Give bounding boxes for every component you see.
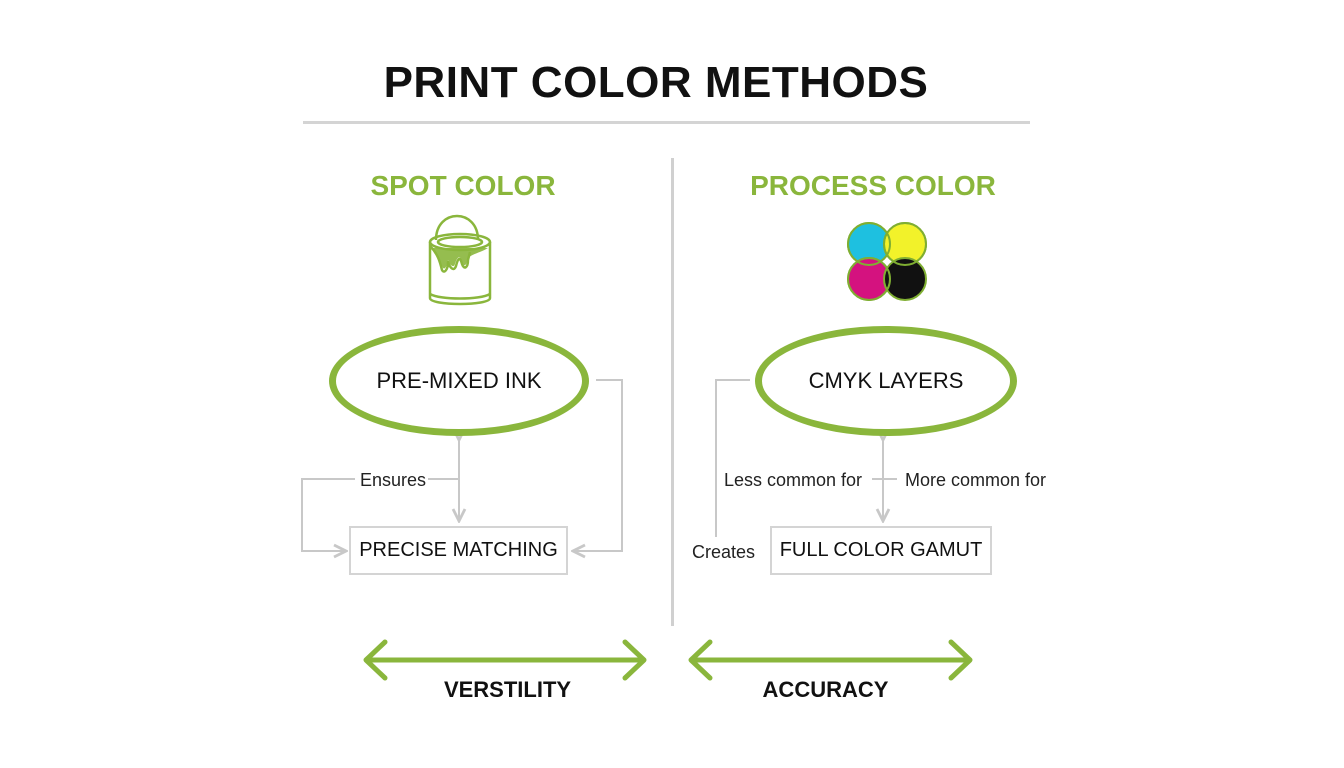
full-color-gamut-node: FULL COLOR GAMUT bbox=[770, 526, 992, 575]
precise-matching-node: PRECISE MATCHING bbox=[349, 526, 568, 575]
left-double-arrow bbox=[363, 639, 647, 681]
spot-color-heading: SPOT COLOR bbox=[370, 170, 556, 201]
verstility-label: VERSTILITY bbox=[443, 677, 572, 702]
full-color-gamut-label: FULL COLOR GAMUT bbox=[779, 539, 983, 561]
process-color-heading: PROCESS COLOR bbox=[750, 170, 996, 201]
column-divider bbox=[671, 158, 674, 626]
right-double-arrow bbox=[688, 639, 973, 681]
less-common-for-label: Less common for bbox=[724, 469, 863, 491]
creates-label: Creates bbox=[692, 541, 756, 563]
ensures-label: Ensures bbox=[360, 469, 427, 491]
left-ensures-connector bbox=[301, 478, 355, 551]
cmyk-layers-label: CMYK LAYERS bbox=[808, 368, 964, 393]
title-divider bbox=[303, 121, 1030, 124]
cmyk-layers-node: CMYK LAYERS bbox=[755, 326, 1017, 436]
precise-matching-label: PRECISE MATCHING bbox=[359, 539, 558, 561]
left-right-connector bbox=[573, 379, 623, 551]
page-title: PRINT COLOR METHODS bbox=[383, 58, 929, 107]
paint-can-icon bbox=[428, 214, 492, 306]
cmyk-circles-icon bbox=[847, 222, 927, 301]
black-circle bbox=[883, 257, 927, 301]
right-creates-connector bbox=[715, 379, 750, 537]
pre-mixed-ink-node: PRE-MIXED INK bbox=[329, 326, 589, 436]
more-common-for-label: More common for bbox=[905, 469, 1047, 491]
accuracy-label: ACCURACY bbox=[762, 677, 889, 702]
pre-mixed-ink-label: PRE-MIXED INK bbox=[376, 368, 542, 393]
